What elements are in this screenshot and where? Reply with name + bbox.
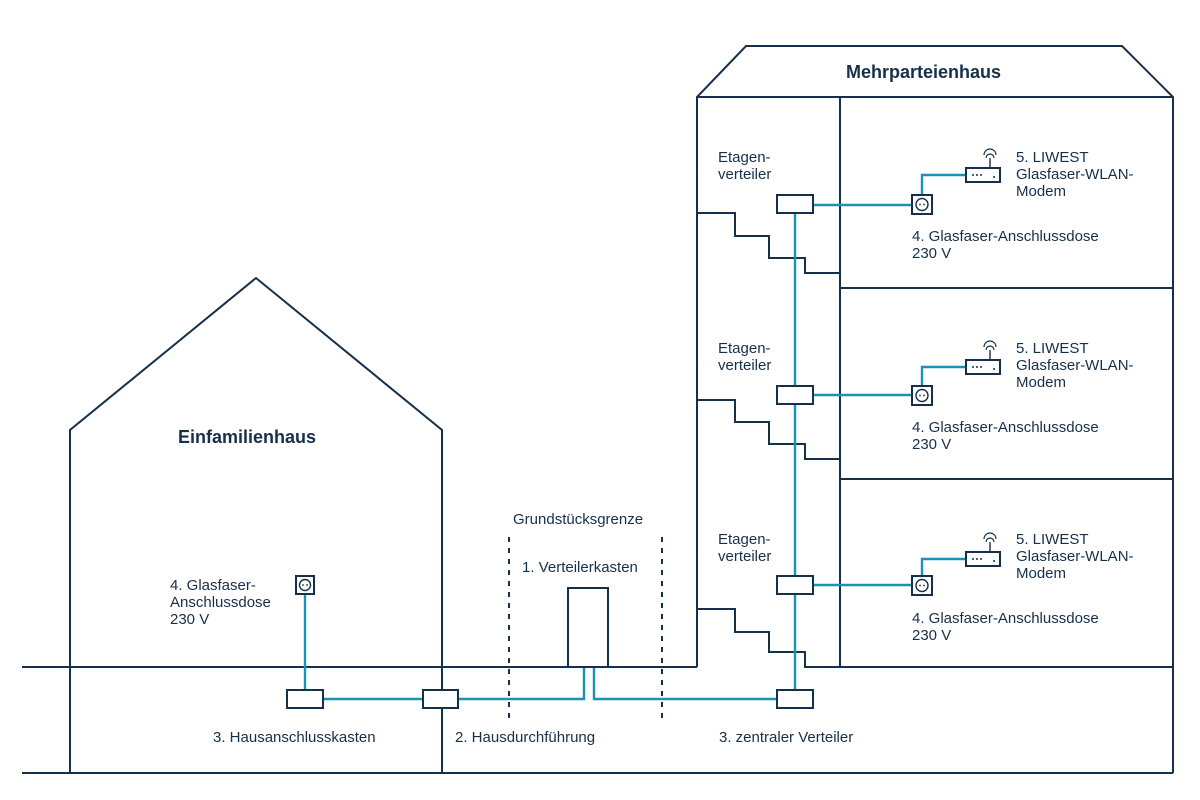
stairs-1	[697, 212, 840, 274]
property-line-label: Grundstücksgrenze	[513, 511, 644, 528]
house-connection-box-label: 3. Hausanschlusskasten	[213, 729, 376, 746]
router-icon	[965, 340, 1001, 375]
socket-icon	[911, 194, 933, 215]
fiber-floor1-to-modem	[920, 173, 966, 195]
floor-distributor-box-1	[776, 194, 814, 214]
multi-family-house-outline	[696, 45, 1174, 773]
single-family-house-outline	[69, 276, 443, 773]
distribution-cabinet	[567, 587, 609, 668]
modem-label: 5. LIWEST Glasfaser-WLAN- Modem	[1016, 149, 1134, 200]
router-icon	[965, 148, 1001, 183]
floor-distributor-box-3	[776, 575, 814, 595]
distribution-box-label: 1. Verteilerkasten	[522, 559, 638, 576]
multi-family-house-title: Mehrparteienhaus	[846, 62, 1002, 82]
fiber-floor2-to-modem	[920, 365, 966, 386]
outlet-label: 4. Glasfaser-Anschlussdose 230 V	[912, 228, 1099, 262]
fiber-cabinet-to-central	[592, 667, 777, 701]
socket-icon	[295, 575, 315, 595]
house-connection-box	[286, 689, 324, 709]
single-family-house-title: Einfamilienhaus	[178, 427, 317, 447]
floor-distributor-box-2	[776, 385, 814, 405]
floor-distributor-label: Etagen- verteiler	[718, 149, 772, 183]
stairs-2	[697, 399, 840, 460]
house-entry-label: 2. Hausdurchführung	[455, 729, 596, 746]
house-entry-box	[422, 689, 459, 709]
outlet-label: 4. Glasfaser-Anschlussdose 230 V	[912, 419, 1099, 453]
fiber-floor3-to-modem	[920, 557, 966, 576]
socket-icon	[911, 385, 933, 406]
central-distributor-box	[776, 689, 814, 709]
stairs-3	[697, 608, 840, 668]
modem-label: 5. LIWEST Glasfaser-WLAN- Modem	[1016, 340, 1134, 391]
modem-label: 5. LIWEST Glasfaser-WLAN- Modem	[1016, 531, 1134, 582]
floor-distributor-label: Etagen- verteiler	[718, 531, 772, 565]
central-distributor-label: 3. zentraler Verteiler	[719, 729, 854, 746]
fiber-entry-to-cabinet	[458, 667, 586, 701]
socket-icon	[911, 575, 933, 596]
outlet-label: 4. Glasfaser-Anschlussdose 230 V	[912, 610, 1099, 644]
floor-distributor-label: Etagen- verteiler	[718, 340, 772, 374]
router-icon	[965, 532, 1001, 567]
sf-outlet-label: 4. Glasfaser- Anschlussdose 230 V	[170, 577, 271, 628]
